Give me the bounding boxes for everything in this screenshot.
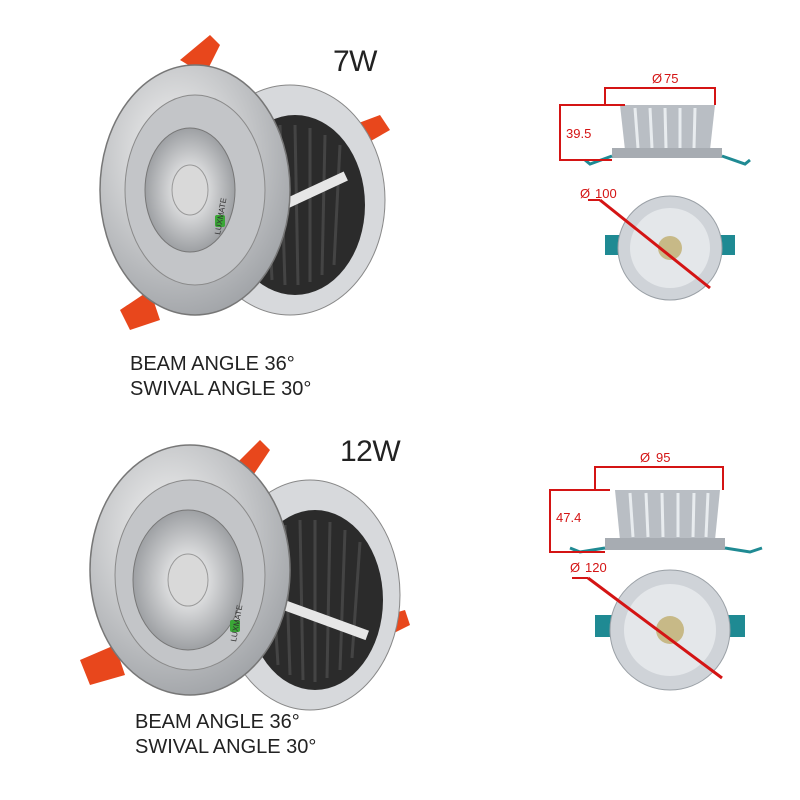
svg-text:Ø: Ø: [570, 560, 580, 575]
swivel-angle-label: SWIVAL ANGLE 30°: [130, 378, 312, 400]
dim-diameter-trim: 100: [595, 186, 617, 201]
dim-diameter-trim: 120: [585, 560, 607, 575]
side-view: Ø 75 39.5: [559, 71, 751, 166]
svg-text:Ø: Ø: [640, 450, 650, 465]
dim-diameter-body: 95: [656, 450, 670, 465]
dim-diameter-body: 75: [664, 71, 678, 86]
top-view: Ø 100: [580, 186, 735, 301]
beam-angle-label: BEAM ANGLE 36°: [135, 711, 300, 733]
svg-text:Ø: Ø: [580, 186, 590, 201]
downlight-photo-7w: LUXMATE: [99, 35, 390, 330]
product-12w-panel: LUXMATE 12W BEAM ANGLE 36° SWIVAL ANGLE …: [0, 400, 800, 800]
wattage-label: 7W: [333, 45, 378, 78]
swivel-angle-label: SWIVAL ANGLE 30°: [135, 736, 317, 758]
dim-height: 47.4: [556, 510, 581, 525]
dim-height: 39.5: [566, 126, 591, 141]
wattage-label: 12W: [340, 435, 401, 468]
svg-text:Ø: Ø: [652, 71, 662, 86]
downlight-photo-12w: LUXMATE: [80, 440, 410, 711]
dimension-drawing-12w: Ø 95 47.4 Ø 120: [549, 450, 763, 691]
side-view: Ø 95 47.4: [549, 450, 763, 554]
beam-angle-label: BEAM ANGLE 36°: [130, 353, 295, 375]
top-view: Ø 120: [570, 560, 745, 691]
product-7w-panel: LUXMATE 7W BEAM ANGLE 36° SWIVAL ANGLE 3…: [99, 35, 751, 400]
dimension-drawing-7w: Ø 75 39.5 Ø 100: [559, 71, 751, 301]
